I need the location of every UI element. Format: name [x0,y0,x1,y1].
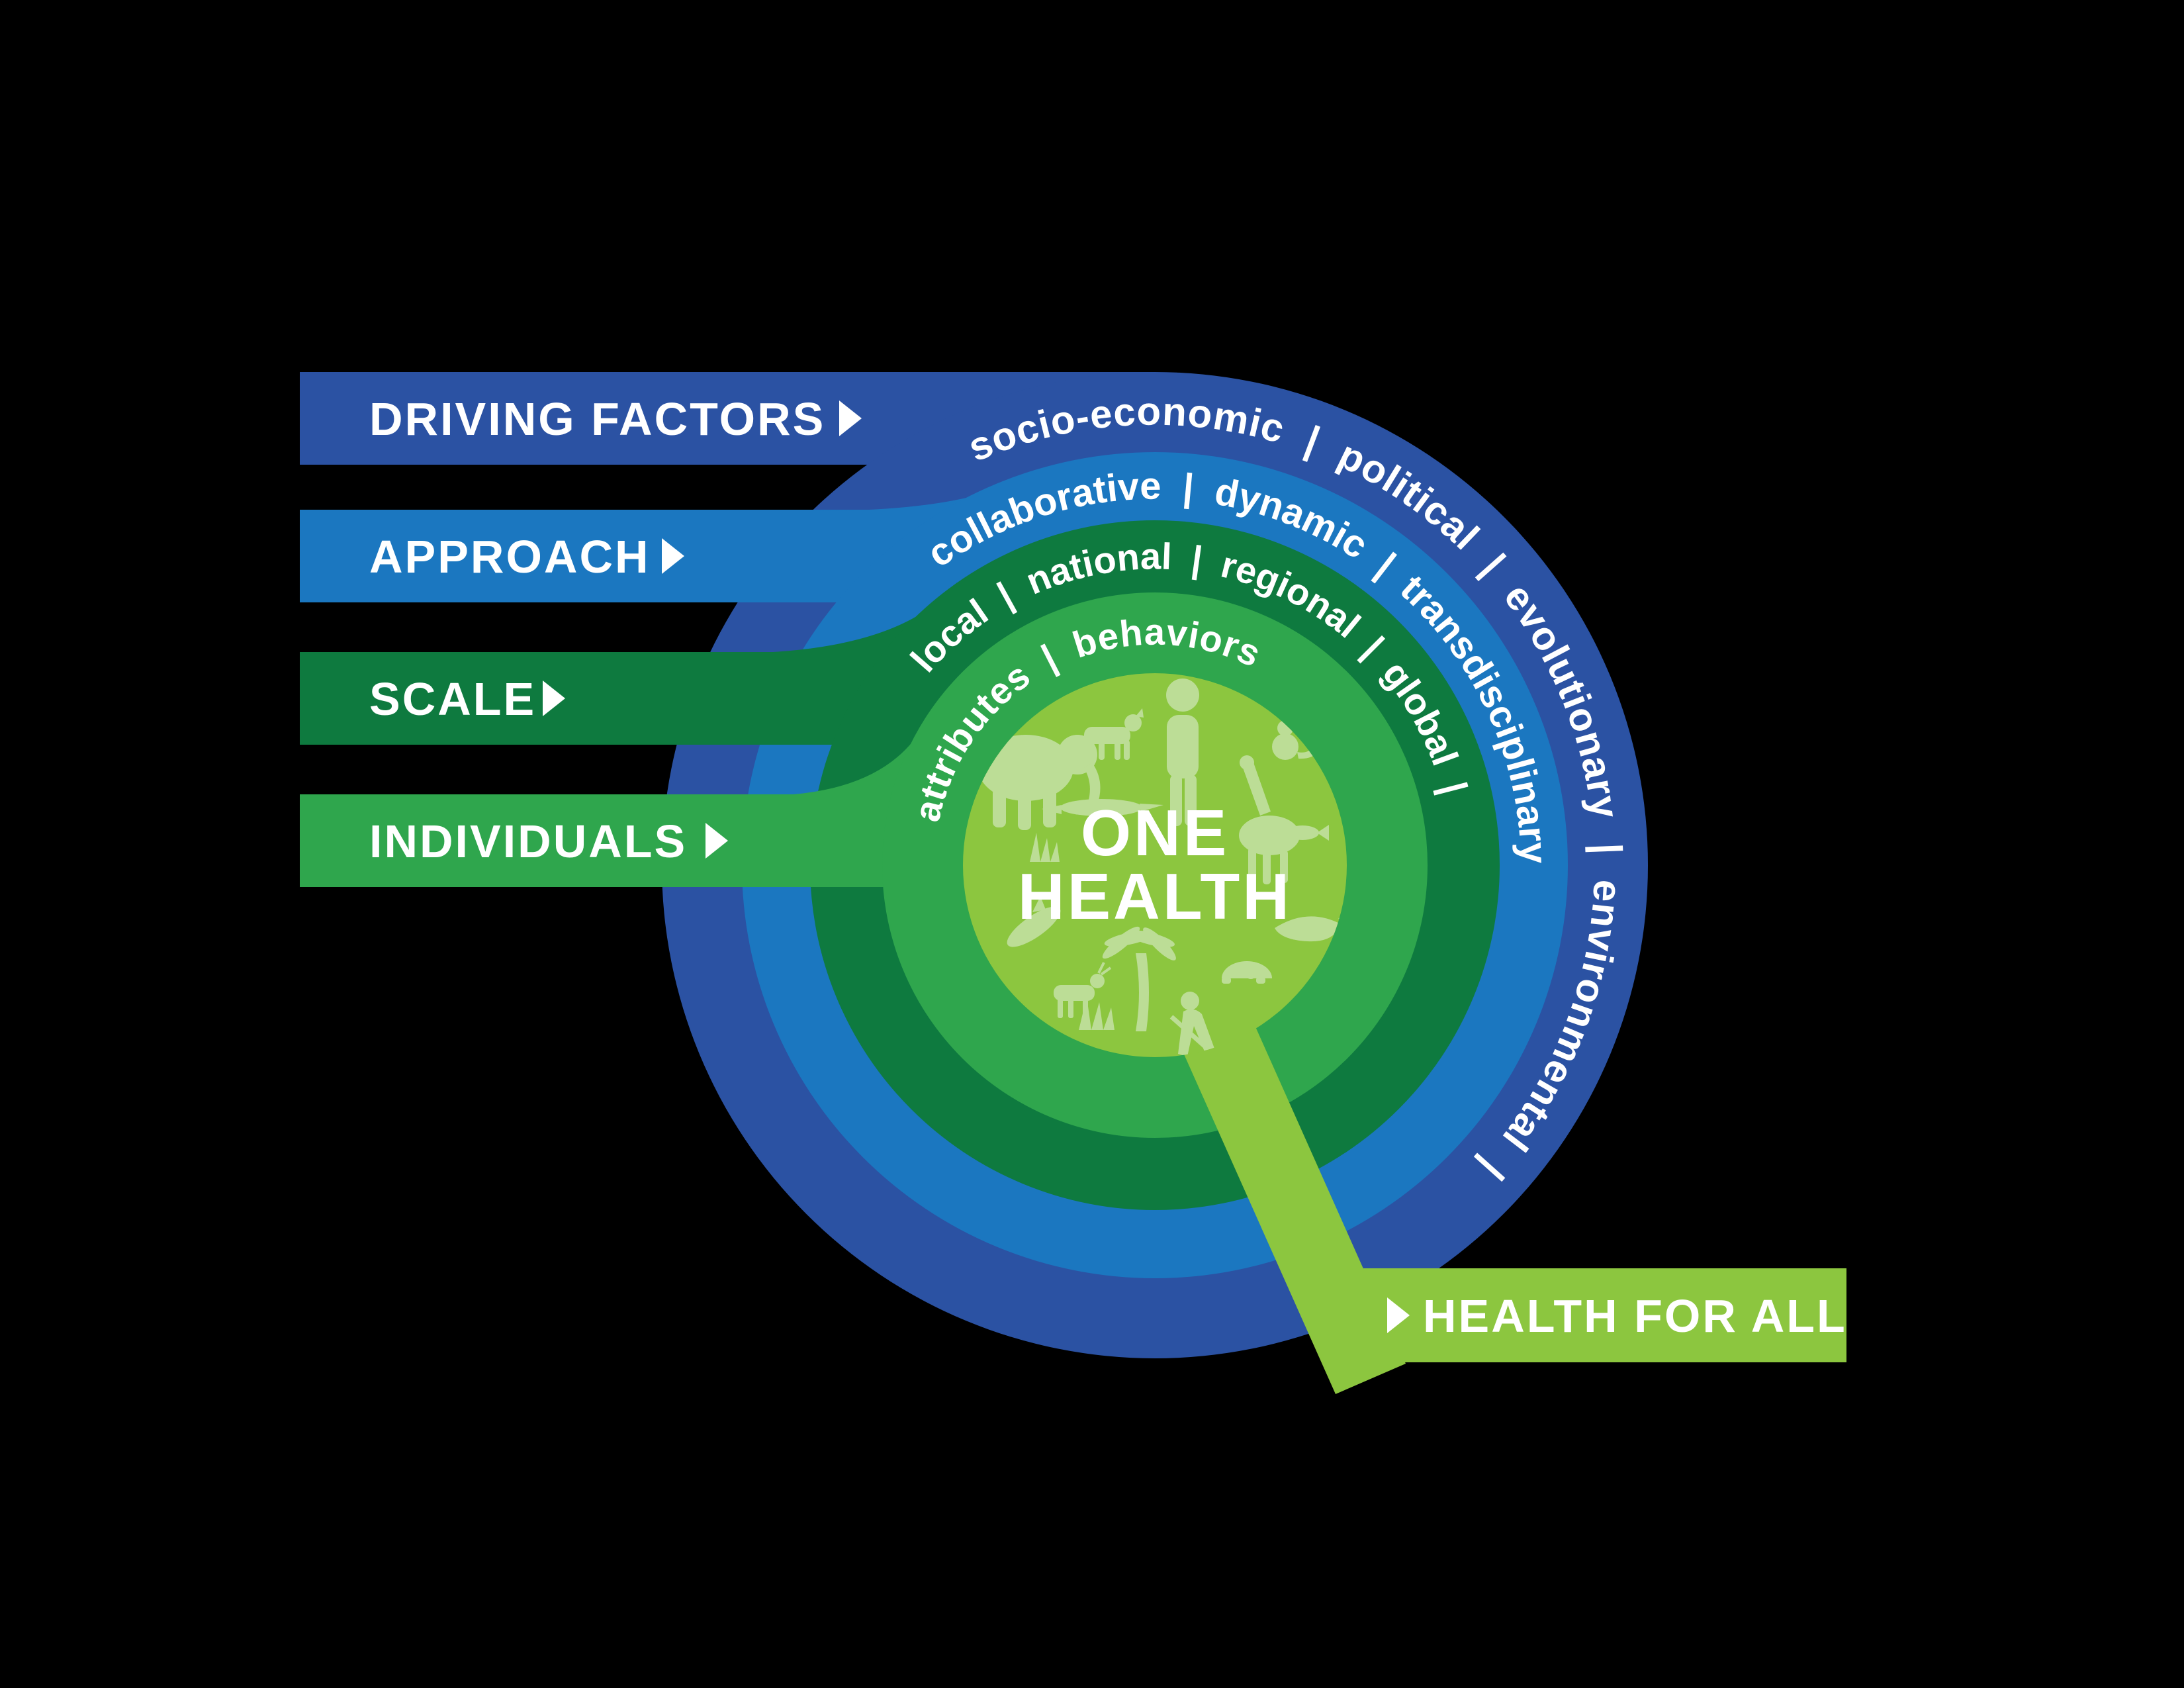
right-arrow-icon [662,538,684,574]
right-arrow-icon [839,400,862,436]
fish-silhouette [1286,825,1329,841]
crocodile-silhouette [1042,799,1163,816]
farmer-silhouette [1169,992,1220,1057]
person-silhouette [1166,679,1199,826]
center-silhouettes [978,679,1347,1057]
dolphin-silhouette [1007,896,1061,947]
deer-silhouette [1054,962,1112,1018]
individuals-label: INDIVIDUALS [369,816,687,867]
turtle-silhouette [1222,961,1272,984]
health-for-all-ribbon [1158,964,1406,1394]
palm-tree-silhouette [1102,926,1176,1031]
one-health-title-line2: HEALTH [1018,860,1292,933]
health-for-all-bar [1363,1268,1846,1362]
right-arrow-icon [1387,1297,1410,1333]
one-health-title-line1: ONE [1081,796,1229,869]
giraffe-silhouette [1239,755,1300,884]
scale-label: SCALE [369,673,536,725]
individuals-bar-fillet [761,709,932,796]
right-arrow-icon [705,823,728,859]
wolf-silhouette [1084,708,1144,760]
driving-factors-label: DRIVING FACTORS [369,393,825,445]
right-arrow-icon [543,680,565,716]
health-for-all-label: HEALTH FOR ALL [1423,1290,1847,1342]
elephant-silhouette [978,735,1101,830]
approach-label: APPROACH [369,531,651,583]
